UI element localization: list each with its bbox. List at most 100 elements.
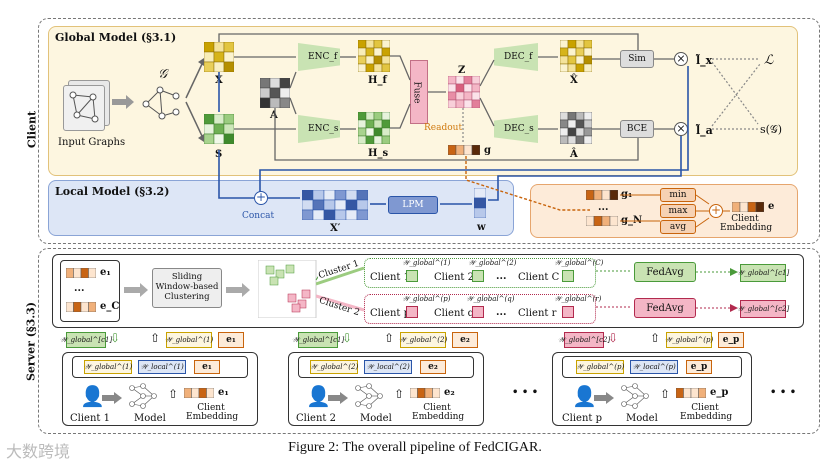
concat-icon: + [254,190,268,205]
arrow-icon [102,392,122,404]
server-aggregation-panel [52,254,804,328]
down-arrow-icon: ⇩ [342,331,353,345]
cluster1-to-fedavg [596,270,632,272]
cluster2-to-fedavg [596,306,632,308]
network-icon [129,383,157,409]
client1-name: Client 1 [70,413,110,424]
weight-square [472,306,484,318]
fedavg-cluster1: FedAvg [634,262,696,282]
input-graph-drawing [69,91,99,123]
ec-vector [66,302,96,312]
server-section-label: Server (§3.3) [24,301,38,382]
sum-icon: + [709,203,723,218]
hf-label: H_f [368,75,387,86]
up-arrow-icon: ⇧ [150,331,161,345]
network-icon [355,383,383,409]
client1-model-label: Model [134,413,166,424]
max-block: max [660,204,696,218]
client2-e-label: e₂ [444,387,455,398]
down-arrow-icon: ⇩ [110,331,121,345]
clientp-embedding-vector [676,388,706,398]
client1-embedding-label: Client Embedding [186,403,239,423]
embeddings-list [60,260,120,322]
hidden-matrix-hf [358,40,390,72]
cluster2-wr: 𝒲_global^(r) [554,295,602,303]
embed-dots: ... [598,202,609,213]
encoder-f-label: ENC_f [308,52,338,62]
client2-model-box [298,356,474,378]
loss-label: ℒ [764,53,774,68]
multiply-icon: × [674,122,688,136]
cluster1-w1: 𝒲_global^(1) [402,259,451,267]
fused-matrix-z [448,76,480,108]
client2-wc: 𝒲_global^[c1] [292,332,344,348]
clientp-wg-up: 𝒲_global^(p) [665,332,713,348]
client2-wl: 𝒲_local^(2) [364,360,412,374]
client1-embedding-vector [184,388,214,398]
cluster2-client-r: Client r [518,308,557,319]
client2-name: Client 2 [296,413,336,424]
cluster1-w2: 𝒲_global^(2) [468,259,517,267]
cluster-branch-lines [316,266,365,312]
weight-square [562,306,574,318]
person-icon: 👤 [572,384,597,408]
cluster1-row [364,258,596,288]
arrow-icon [328,392,348,404]
e1-label: e₁ [100,267,111,278]
cluster2-wq: 𝒲_global^(q) [466,295,515,303]
w-cluster2: 𝒲_global^[c2] [737,300,789,318]
clientp-e: e_p [686,360,712,374]
client2-model-label: Model [360,413,392,424]
weight-square [562,270,574,282]
cluster1-dots: ... [496,271,507,282]
concat-label: Concat [242,211,275,221]
cluster2-wp: 𝒲_global^(p) [402,295,451,303]
clients-dots: • • • [512,387,539,398]
cluster1-client-2: Client 2 [434,272,474,283]
cluster1-client-1: Client 1 [370,272,410,283]
gn-vector [586,216,618,226]
lpm-block: LPM [388,196,438,214]
server-dots: ... [74,283,85,294]
network-icon [621,383,649,409]
structure-matrix-s [204,114,234,144]
readout-label: Readout [424,123,463,133]
weight-square [406,270,418,282]
la-label: l̃_a [696,124,713,137]
hs-label: H_s [368,148,389,159]
min-block: min [660,188,696,202]
adjacency-matrix-a [260,78,290,108]
global-model-panel [48,26,798,176]
client2-wg-up: 𝒲_global^(2) [399,332,447,348]
bce-block: BCE [620,120,654,138]
client2-embedding-label: Client Embedding [412,403,465,423]
client1-e: e₁ [194,360,220,374]
fedavg1-to-w [696,268,738,276]
down-arrow-icon: ⇩ [608,331,619,345]
client1-wg-up: 𝒲_global^(1) [165,332,213,348]
concat-matrix-xprime [302,190,368,220]
up-arrow-icon: ⇧ [394,387,405,401]
arrow-icon [226,283,250,297]
up-arrow-icon: ⇧ [660,387,671,401]
cluster2-client-q: Client q [434,308,475,319]
client2-e: e₂ [420,360,446,374]
global-model-title: Global Model (§3.1) [55,31,177,44]
avg-block: avg [660,220,696,234]
cluster2-row [364,294,596,324]
client1-wl: 𝒲_local^(1) [138,360,186,374]
client1-e-up: e₁ [218,332,244,348]
weight-square [406,306,418,318]
arrow-icon [124,283,148,297]
weight-square [472,270,484,282]
g1-vector [586,190,618,200]
person-icon: 👤 [80,384,105,408]
client1-wg: 𝒲_global^(1) [84,360,132,374]
local-model-title: Local Model (§3.2) [55,185,170,198]
input-graphs-stack-layer [63,85,105,131]
clientp-model-label: Model [626,413,658,424]
global-connections [218,33,761,211]
up-arrow-icon: ⇧ [168,387,179,401]
client1-e-label: e₁ [218,387,229,398]
server-frame [38,248,820,434]
